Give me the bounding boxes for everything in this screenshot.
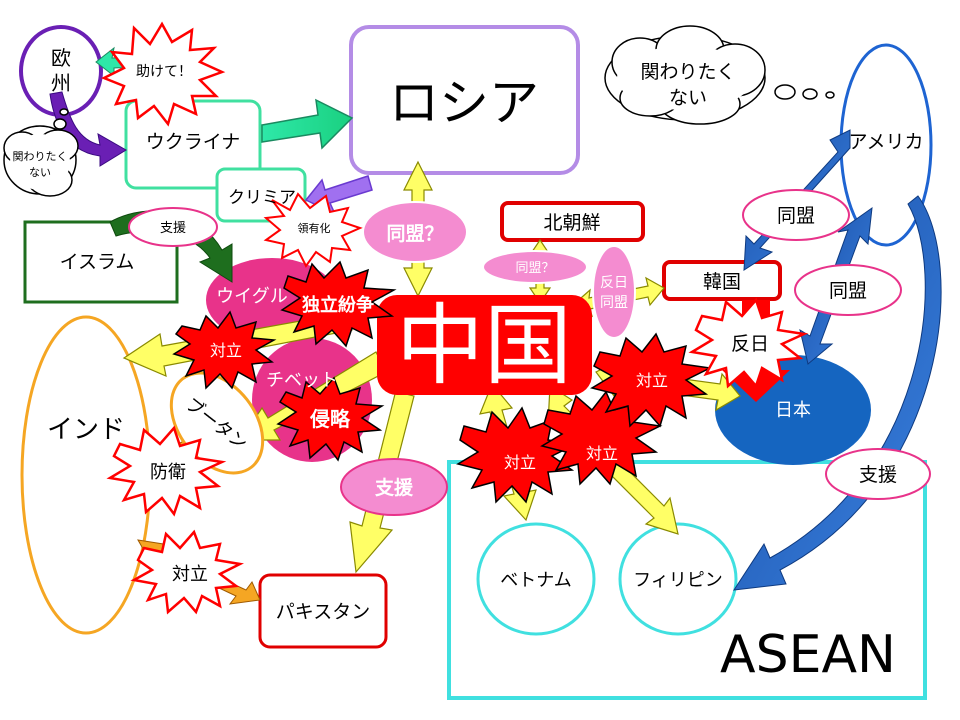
independence-burst [280,260,397,348]
conflict-vn-burst [456,406,579,504]
support-pak-label: 支援 [374,476,414,499]
territory-burst [263,192,363,268]
crimea-label: クリミア [228,188,296,208]
territory-label: 領有化 [298,221,331,235]
pakistan-node [258,573,388,649]
defense-burst [106,425,227,517]
islam-label: イスラム [60,251,135,273]
alliance-us-jp-oval [794,264,902,316]
support-us-label: 支援 [859,464,897,486]
alliance-russia-oval [362,201,468,263]
alliance-us-jp-label: 同盟 [829,280,867,302]
not-involved-big-label-1: 関わりたく [640,61,735,83]
alliance-nk-label: 同盟？ [515,261,554,276]
independence-label: 独立紛争 [302,294,374,316]
support-us-oval [825,448,931,500]
conflict-jp-label: 対立 [636,371,668,390]
europe-label-2: 州 [51,71,71,95]
alliance-us-kr-oval [742,189,850,241]
not-involved-big-label-2: ない [669,87,707,109]
russia-node [349,25,580,175]
conflict-ph-label: 対立 [586,444,618,463]
not-involved-small-label-1: 関わりたく [13,150,68,163]
alliance-nk-oval [482,250,588,284]
alliance-russia-label: 同盟？ [386,223,443,245]
vietnam-node [476,522,596,636]
pakistan-label: パキスタン [276,601,370,623]
north-korea-label: 北朝鮮 [543,212,600,234]
philippines-label: フィリピン [633,570,723,591]
conflict-india-burst [172,310,277,390]
america-philippines-arrow [732,195,942,591]
not-involved-small-label-2: ない [29,166,51,179]
defense-label: 防衛 [150,462,186,483]
conflict-pak-label: 対立 [172,564,208,585]
uyghur-label: ウイグル [216,286,288,307]
asean-label: ASEAN [720,625,896,685]
europe-label-1: 欧 [51,46,71,70]
russia-label: ロシア [389,74,539,132]
ukraine-label: ウクライナ [146,131,241,153]
china-label: 中国 [396,294,572,397]
europe-ukraine-arrow [49,91,127,167]
cloud-not-involved-small [3,108,79,197]
anti-japan-kr-oval [592,245,636,339]
ukraine-russia-arrow [261,98,354,150]
help-label: 助けて！ [136,64,192,80]
invasion-burst [276,376,385,462]
anti-japan-burst [688,297,809,389]
support-islam-label: 支援 [160,221,186,236]
conflict-vn-label: 対立 [504,453,536,472]
tibet-label: チベット [266,370,338,391]
south-korea-node [662,260,782,301]
vietnam-label: ベトナム [500,570,571,591]
conflict-india-label: 対立 [210,341,242,360]
invasion-label: 侵略 [309,407,351,431]
north-korea-node [500,201,645,242]
cloud-not-involved-big [604,25,835,125]
philippines-node [618,522,738,636]
america-label: アメリカ [848,131,923,153]
japan-label: 日本 [775,400,811,421]
anti-japan-kr-label-2: 同盟 [600,295,628,311]
anti-japan-label: 反日 [731,333,769,355]
help-burst [100,21,226,127]
china-node [377,295,592,395]
south-korea-label: 韓国 [703,271,741,293]
support-islam-oval [128,207,218,247]
anti-japan-kr-label-1: 反日 [600,275,628,291]
conflict-jp-burst [590,332,713,428]
conflict-pak-burst [130,529,244,615]
support-pak-oval [340,458,448,516]
alliance-us-kr-label: 同盟 [777,205,815,227]
india-label: インド [47,415,125,445]
